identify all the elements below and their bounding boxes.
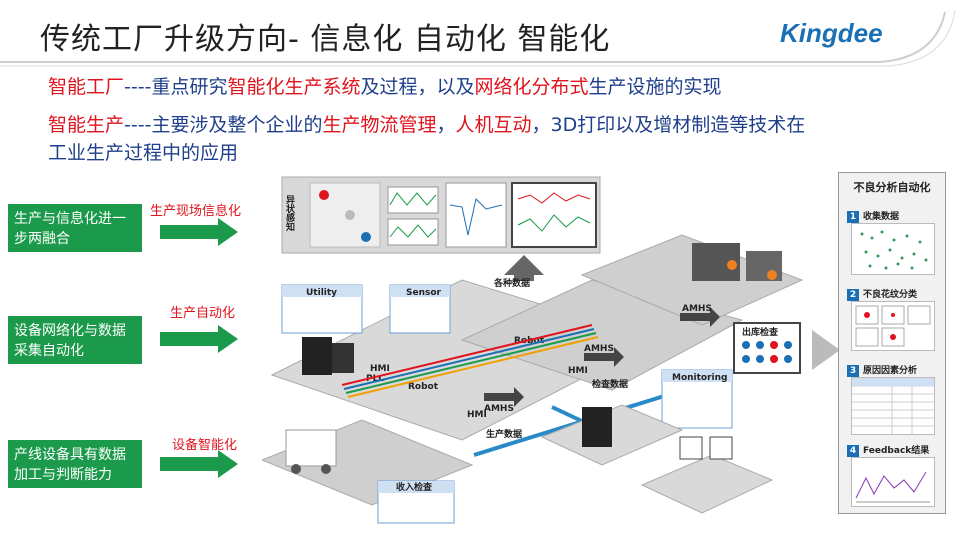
- page-title: 传统工厂升级方向- 信息化 自动化 智能化: [40, 22, 611, 57]
- label-device-intelligence: 设备智能化: [172, 438, 238, 453]
- server-rack-icon: [332, 343, 354, 373]
- node-icon: [345, 210, 355, 220]
- incoming-inspection-label: 收入检查: [396, 481, 433, 493]
- production-data-label: 生产数据: [486, 428, 522, 440]
- svg-text:AMHS: AMHS: [584, 344, 614, 354]
- svg-text:HMI: HMI: [568, 366, 588, 376]
- svg-text:HMI: HMI: [370, 364, 390, 374]
- subtitle-line-3: 工业生产过程中的应用: [48, 142, 239, 164]
- truck-icon: [285, 429, 337, 467]
- anomaly-label: 异状感知: [284, 195, 296, 232]
- panel-title: 不良分析自动化: [853, 181, 931, 194]
- pointer-arrow-icon: [812, 330, 840, 370]
- text-smart-production: 智能生产: [48, 114, 125, 136]
- server-rack-icon: [582, 407, 612, 447]
- label-automation: 生产自动化: [170, 306, 236, 321]
- up-arrow-icon: [504, 255, 544, 281]
- scatter-image: [851, 223, 935, 275]
- svg-text:AMHS: AMHS: [682, 304, 712, 314]
- arrow-right-icon: [160, 218, 238, 246]
- label-onsite-info: 生产现场信息化: [150, 204, 242, 219]
- svg-text:HMI: HMI: [467, 410, 487, 420]
- pattern-image: [851, 301, 935, 351]
- checklist-icon: [679, 436, 703, 460]
- inspection-data-label: 检查数据: [592, 378, 628, 390]
- subtitle-line-1: 智能工厂----重点研究智能化生产系统及过程，以及网络化分布式生产设施的实现: [48, 76, 722, 98]
- header-decoration: [0, 9, 956, 67]
- kingdee-logo: Kingdee: [780, 18, 883, 48]
- grid-icon: [709, 436, 733, 460]
- svg-text:出库检查: 出库检查: [742, 326, 779, 338]
- svg-text:AMHS: AMHS: [484, 404, 514, 414]
- node-icon: [319, 190, 329, 200]
- node-icon: [361, 232, 371, 242]
- left-box-info-integration: 生产与信息化进一步两融合: [8, 204, 142, 252]
- feedback-chart-image: [851, 457, 935, 507]
- utility-label: Utility: [306, 288, 337, 298]
- text-smart-factory: 智能工厂: [48, 76, 125, 98]
- left-box-device-smart: 产线设备具有数据加工与判断能力: [8, 440, 142, 488]
- monitoring-label: Monitoring: [672, 373, 728, 383]
- arrow-right-icon: [160, 450, 238, 478]
- sensor-label: Sensor: [406, 288, 442, 298]
- arrow-right-icon: [160, 325, 238, 353]
- subtitle-line-2: 智能生产----主要涉及整个企业的生产物流管理，人机互动，3D打印以及增材制造等…: [48, 114, 806, 136]
- server-rack-icon: [302, 337, 332, 375]
- robot-label-1: Robot: [408, 382, 439, 392]
- left-box-network-data: 设备网络化与数据采集自动化: [8, 316, 142, 364]
- factor-table-image: [851, 377, 935, 435]
- factory-illustration: 异状感知 各种数据 Utility Sensor HMI PLC Robot H…: [262, 176, 804, 524]
- svg-text:PLC: PLC: [366, 374, 385, 384]
- data-label: 各种数据: [493, 277, 530, 289]
